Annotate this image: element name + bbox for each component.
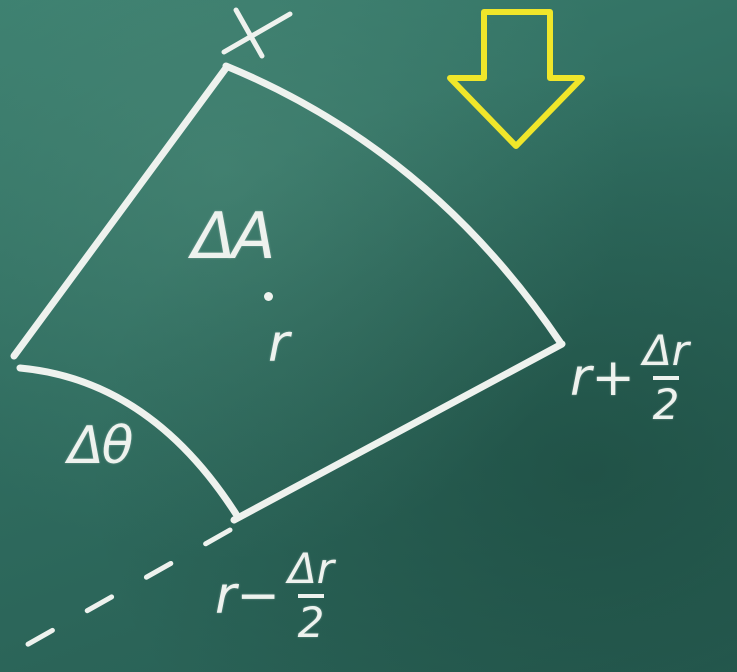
outer-arc [222, 62, 564, 346]
inner-radius-numerator: Δr [287, 544, 334, 593]
outer-radius-lead: r+ [570, 348, 635, 408]
outer-radius-denominator: 2 [652, 376, 680, 426]
right-radial-edge [230, 340, 566, 524]
outer-radius-label: r+ Δr 2 [570, 330, 693, 426]
inner-radius-fraction: Δr 2 [284, 548, 338, 644]
inner-radius-label: r− Δr 2 [215, 548, 338, 644]
left-radial-edge [10, 64, 230, 360]
inner-radius-lead: r− [215, 566, 280, 626]
radial-guide-dashes [0, 527, 233, 663]
area-label: ΔA [192, 200, 276, 274]
inner-radius-denominator: 2 [297, 594, 325, 644]
outer-radius-fraction: Δr 2 [639, 330, 693, 426]
center-radius-label: r [268, 314, 290, 374]
inner-arc [16, 364, 240, 518]
center-point [264, 292, 273, 301]
top-vertex-mark [221, 7, 293, 59]
outer-radius-numerator: Δr [642, 326, 689, 375]
angle-label: Δθ [68, 416, 133, 476]
down-arrow-icon [447, 9, 585, 149]
